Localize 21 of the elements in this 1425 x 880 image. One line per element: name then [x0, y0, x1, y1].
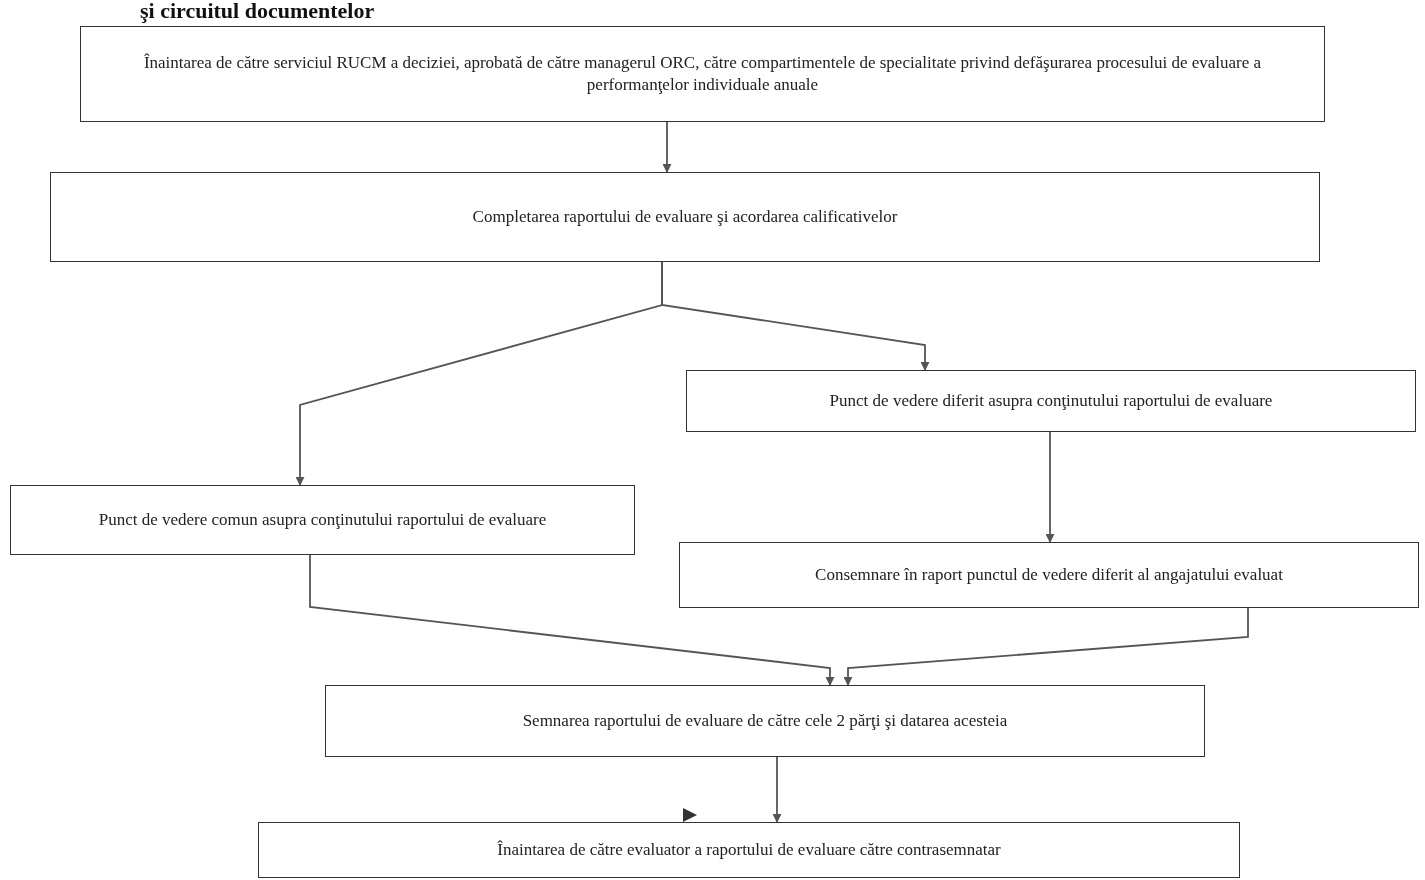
process-box [80, 26, 1325, 122]
box-text: Semnarea raportului de evaluare de către cele 2 părţi şi datarea acesteia [522, 709, 1008, 732]
diagram-title: şi circuitul documentelor [140, 0, 375, 22]
box-text: Completarea raportului de evaluare şi acordarea calificativelor [472, 205, 898, 228]
process-box [258, 822, 1240, 878]
process-box [679, 542, 1419, 608]
arrow [1045, 431, 1055, 543]
arrow [661, 261, 930, 371]
box-text: Punct de vedere diferit asupra conţinutului raportului de evaluare [829, 389, 1273, 412]
arrow [843, 607, 1249, 686]
box-text: Punct de vedere comun asupra conţinutului raportului de evaluare [98, 508, 547, 531]
box-text: Înaintarea de către serviciul RUCM a deciziei, aprobată de către managerul ORC, către compartimentele de specialitate privind defăşurarea procesului de evaluare a performanţelor individuale anuale [142, 51, 1263, 96]
process-box [325, 685, 1205, 757]
box-text: Înaintarea de către evaluator a raportului de evaluare către contrasemnatar [497, 838, 1001, 861]
box-text: Consemnare în raport punctul de vedere diferit al angajatului evaluat [815, 563, 1283, 586]
process-box [10, 485, 635, 555]
arrow [772, 756, 782, 823]
process-box [50, 172, 1320, 262]
arrow [309, 554, 835, 686]
arrow [662, 121, 672, 173]
process-box [686, 370, 1416, 432]
